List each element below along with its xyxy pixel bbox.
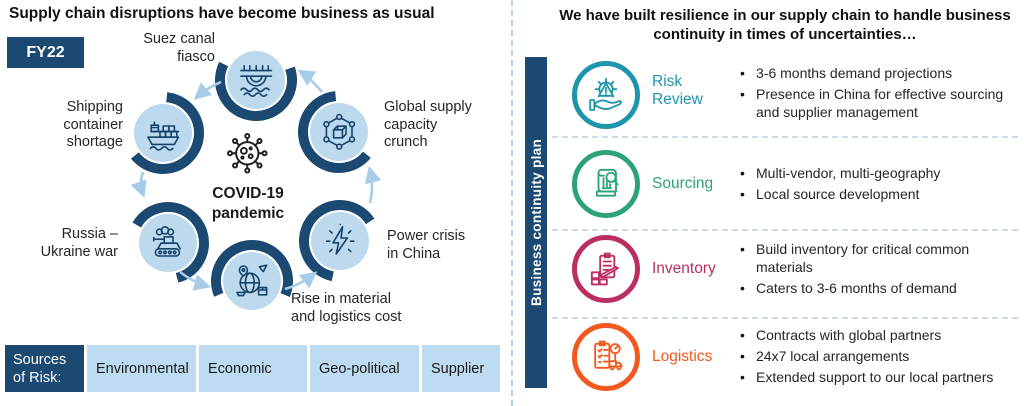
arrow-russia-to-rise bbox=[179, 270, 212, 291]
source-risk-economic: Economic bbox=[199, 345, 307, 392]
bullet-item: 3-6 months demand projections bbox=[740, 64, 1006, 82]
row-sourcing: Sourcing Multi-vendor, multi-geography L… bbox=[553, 146, 1020, 229]
row-separator-3 bbox=[552, 317, 1018, 319]
node-label-rise-in-material-cost: Rise in material and logistics cost bbox=[291, 291, 402, 325]
bullet-item: Local source development bbox=[740, 185, 1006, 203]
business-continuity-plan-label: Business continuity plan bbox=[528, 139, 544, 306]
cycle-nodes bbox=[134, 51, 369, 310]
arrow-shipping-to-russia bbox=[130, 171, 147, 198]
business-continuity-plan-bar: Business continuity plan bbox=[525, 57, 547, 388]
bullet-item: 24x7 local arrangements bbox=[740, 347, 1006, 365]
row-risk-review: Risk Review 3-6 months demand projection… bbox=[553, 57, 1020, 136]
inventory-circle bbox=[572, 235, 640, 303]
cycle-arrows bbox=[130, 69, 382, 291]
source-risk-supplier: Supplier bbox=[422, 345, 500, 392]
inventory-label: Inventory bbox=[652, 260, 716, 277]
bullet-item: Extended support to our local partners bbox=[740, 368, 1006, 386]
arrow-rise-to-power bbox=[284, 271, 318, 291]
row-separator-2 bbox=[552, 229, 1018, 231]
logistics-circle bbox=[572, 323, 640, 391]
risk-review-bullets: 3-6 months demand projections Presence i… bbox=[738, 64, 1006, 124]
left-panel-title: Supply chain disruptions have become bus… bbox=[9, 5, 435, 22]
logistics-icon bbox=[594, 340, 623, 371]
logistics-label: Logistics bbox=[652, 348, 713, 365]
risk-review-label: Risk Review bbox=[652, 73, 703, 108]
bullet-item: Presence in China for effective sourcing… bbox=[740, 85, 1006, 121]
virus-icon bbox=[227, 133, 268, 174]
arrow-global-to-suez bbox=[297, 69, 323, 93]
bullet-item: Build inventory for critical common mate… bbox=[740, 240, 1006, 276]
lightning-icon bbox=[325, 223, 355, 255]
row-inventory: Inventory Build inventory for critical c… bbox=[553, 233, 1020, 313]
panel-divider bbox=[511, 0, 513, 406]
cargo-ship-icon bbox=[147, 121, 180, 151]
sourcing-circle bbox=[572, 150, 640, 218]
globe-shipping-icon bbox=[236, 264, 268, 297]
fy22-badge: FY22 bbox=[7, 37, 84, 68]
bullet-item: Multi-vendor, multi-geography bbox=[740, 164, 1006, 182]
network-box-icon bbox=[323, 113, 356, 150]
node-label-suez-canal-fiasco: Suez canal fiasco bbox=[143, 31, 215, 65]
node-label-shipping-container-shortage: Shipping container shortage bbox=[63, 99, 123, 150]
sourcing-bullets: Multi-vendor, multi-geography Local sour… bbox=[738, 164, 1006, 206]
sources-of-risk-label: Sources of Risk: bbox=[5, 345, 84, 392]
source-risk-geo-political: Geo-political bbox=[310, 345, 419, 392]
source-risk-environmental: Environmental bbox=[87, 345, 196, 392]
logistics-bullets: Contracts with global partners 24x7 loca… bbox=[738, 326, 1006, 389]
supply-chain-cycle-diagram bbox=[122, 39, 382, 322]
inventory-bullets: Build inventory for critical common mate… bbox=[738, 240, 1006, 300]
covid-19-pandemic-label: COVID-19 pandemic bbox=[211, 185, 285, 222]
node-label-russia-ukraine-war: Russia – Ukraine war bbox=[40, 226, 118, 260]
inventory-icon bbox=[590, 252, 619, 286]
right-panel-title: We have built resilience in our supply c… bbox=[559, 7, 1011, 43]
sourcing-icon bbox=[595, 168, 619, 197]
arrow-power-to-global bbox=[364, 165, 382, 204]
arrow-suez-to-shipping bbox=[193, 80, 222, 100]
sourcing-label: Sourcing bbox=[652, 175, 714, 192]
bullet-item: Caters to 3-6 months of demand bbox=[740, 279, 1006, 297]
bridge-icon bbox=[240, 65, 273, 97]
row-logistics: Logistics Contracts with global partners… bbox=[553, 319, 1020, 399]
bullet-item: Contracts with global partners bbox=[740, 326, 1006, 344]
row-separator-1 bbox=[552, 136, 1018, 138]
node-label-global-supply-capacity-crunch: Global supply capacity crunch bbox=[384, 99, 472, 150]
risk-review-circle bbox=[572, 61, 640, 129]
tank-icon bbox=[153, 226, 182, 257]
node-label-power-crisis-in-china: Power crisis in China bbox=[387, 228, 466, 262]
risk-review-icon bbox=[589, 77, 622, 111]
